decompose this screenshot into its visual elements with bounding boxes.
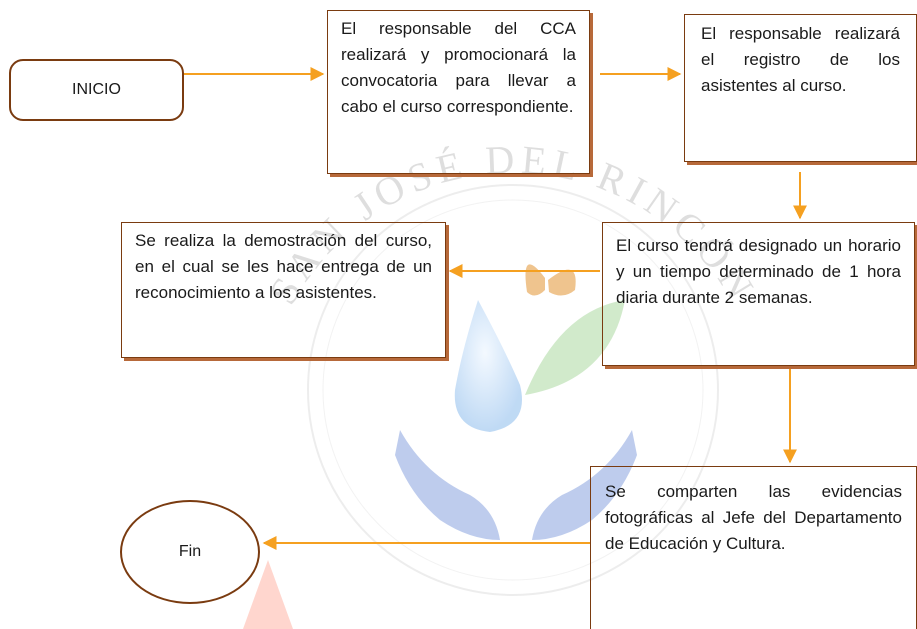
butterfly-icon (525, 264, 576, 296)
step-promote-call-text: El responsable del CCA realizará y promo… (341, 19, 576, 116)
start-label: INICIO (72, 81, 121, 98)
leaf-icon (525, 300, 625, 395)
step-course-demonstration-text: Se realiza la demostración del curso, en… (135, 231, 432, 302)
step-share-evidence-text: Se comparten las evidencias fotográficas… (605, 482, 902, 553)
step-promote-call: El responsable del CCA realizará y promo… (327, 10, 590, 174)
end-node: Fin (120, 500, 260, 604)
water-drop-icon (454, 300, 522, 432)
start-node: INICIO (9, 59, 184, 121)
step-register-attendees: El responsable realizará el registro de … (684, 14, 917, 162)
step-course-schedule: El curso tendrá designado un horario y u… (602, 222, 915, 366)
step-course-demonstration: Se realiza la demostración del curso, en… (121, 222, 446, 358)
hands-icon (395, 430, 637, 540)
end-label: Fin (178, 543, 202, 560)
step-course-schedule-text: El curso tendrá designado un horario y u… (616, 236, 901, 307)
step-share-evidence: Se comparten las evidencias fotográficas… (590, 466, 917, 629)
step-register-attendees-text: El responsable realizará el registro de … (701, 24, 900, 95)
